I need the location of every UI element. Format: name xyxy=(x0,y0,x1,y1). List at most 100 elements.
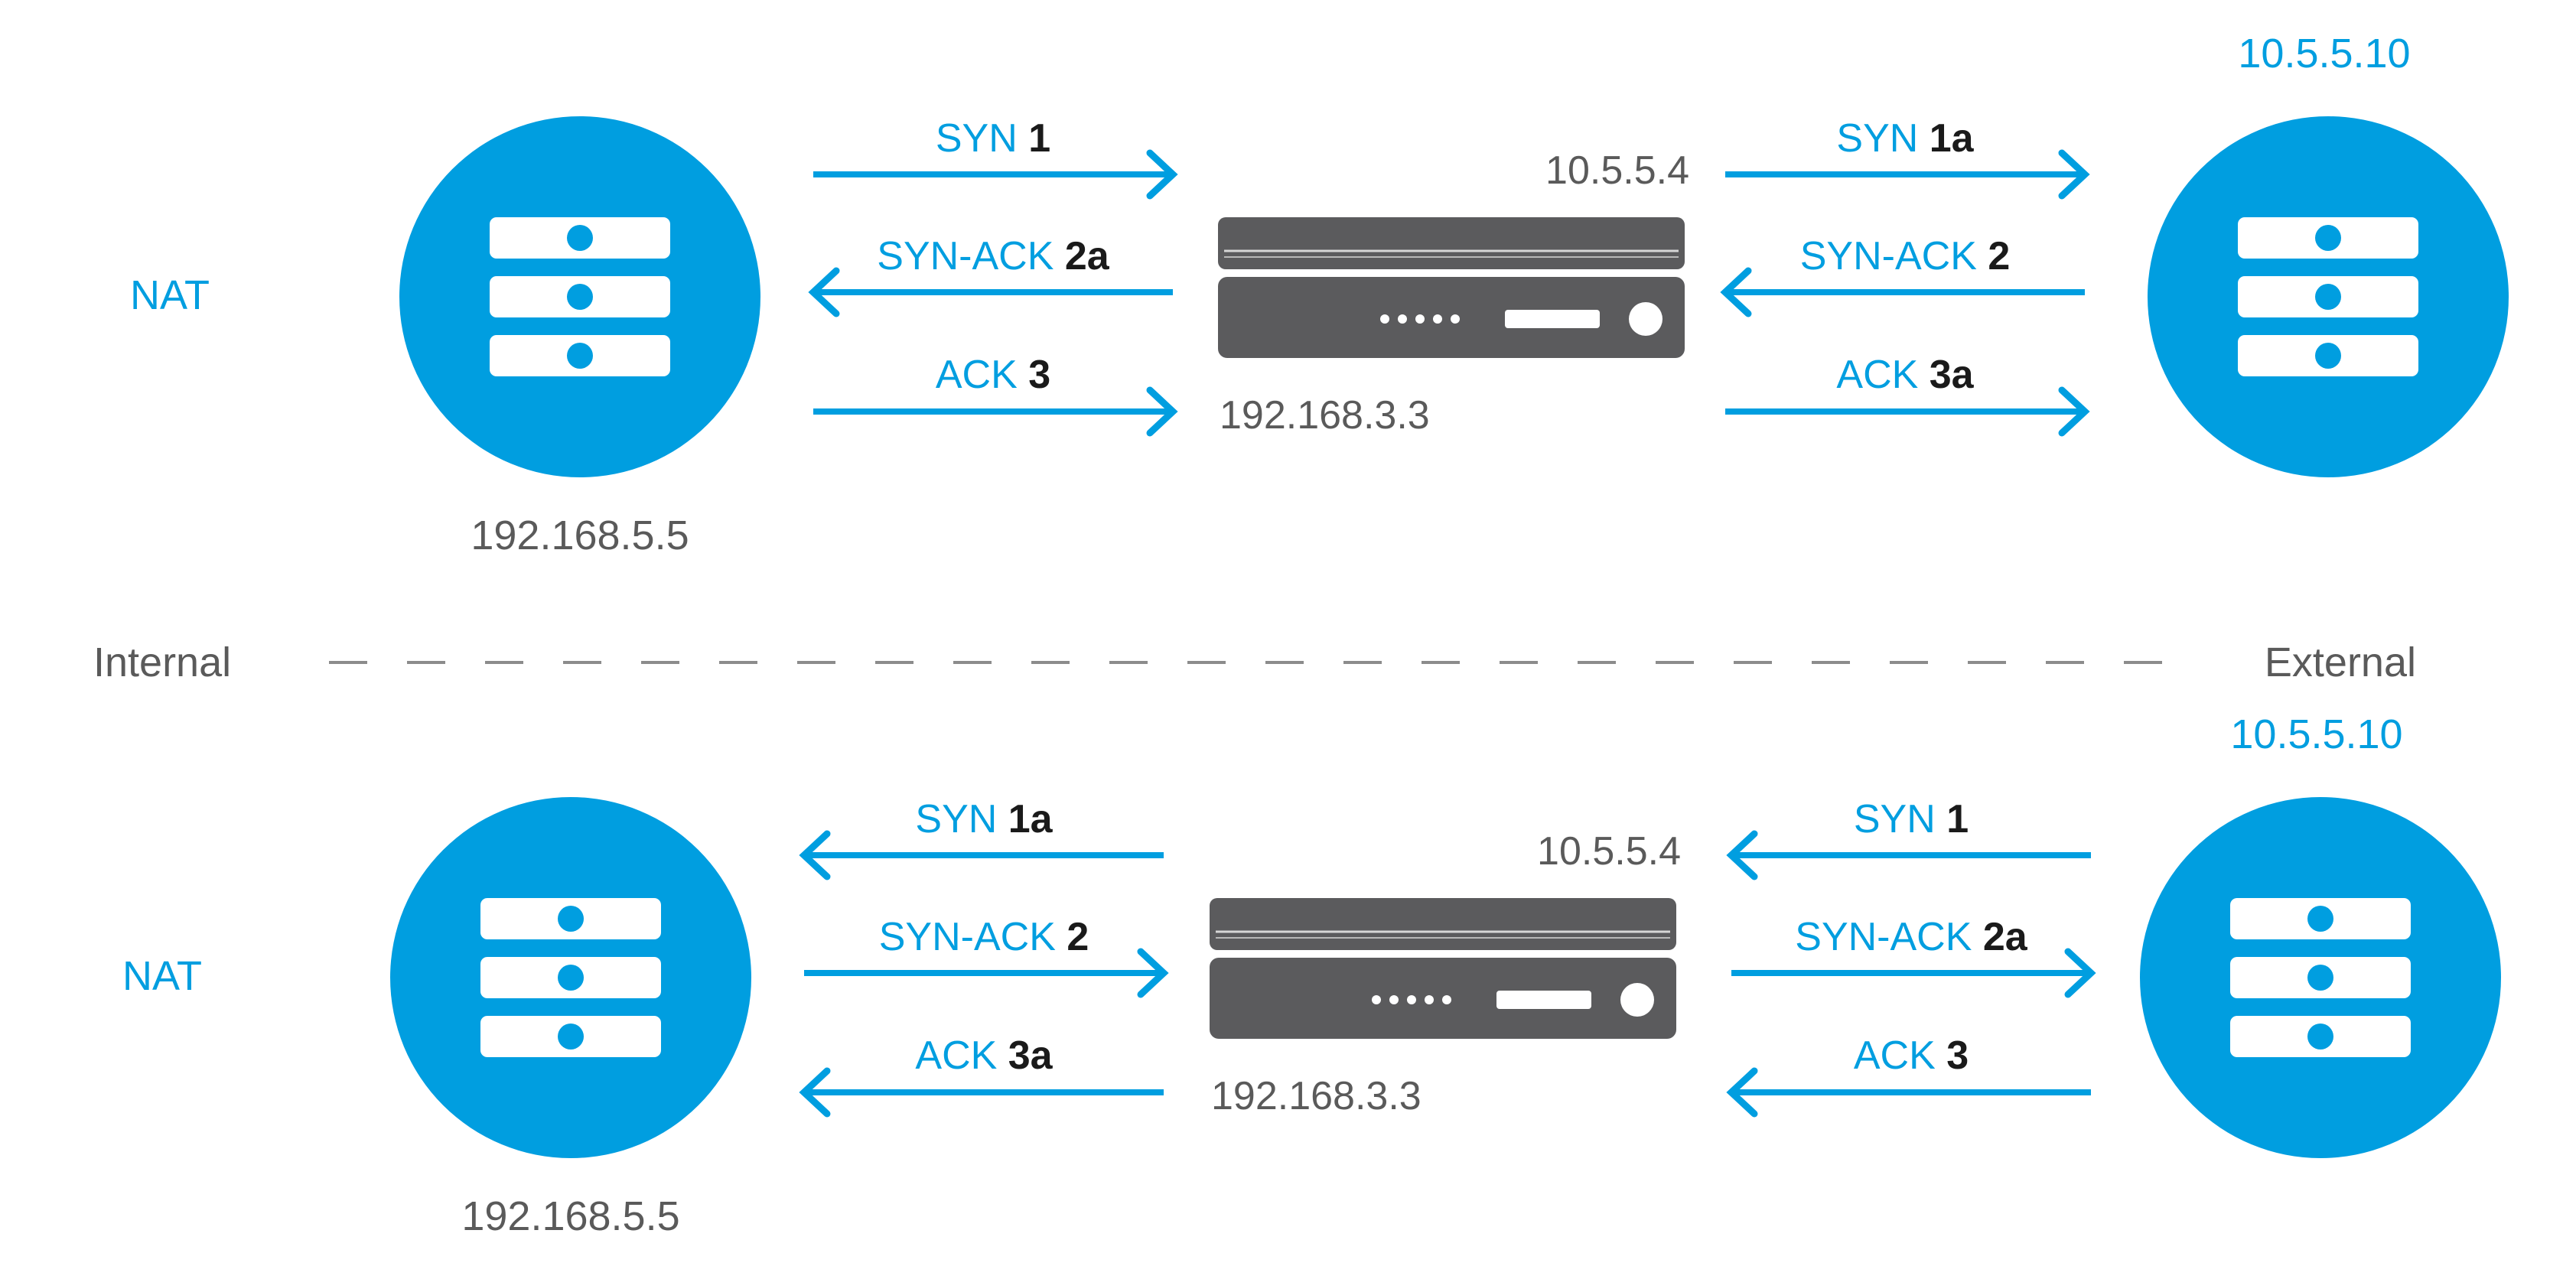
arrow-head xyxy=(799,1067,831,1118)
arrow-right xyxy=(813,149,1178,200)
arrow-head xyxy=(1726,830,1758,880)
arrow-right xyxy=(1731,948,2096,998)
external-ip-label: 10.5.5.10 xyxy=(2238,31,2410,76)
router-port-dot xyxy=(1433,314,1442,324)
internal-ip-label: 192.168.5.5 xyxy=(461,1193,679,1239)
router-power-button xyxy=(1629,302,1663,336)
nat-router xyxy=(1210,898,1676,1039)
router-port-dot xyxy=(1380,314,1389,324)
router-port-dot xyxy=(1407,995,1416,1004)
message-step: 3 xyxy=(1946,1033,1969,1078)
external-ip-label: 10.5.5.10 xyxy=(2230,711,2402,757)
router-inner-ip: 192.168.3.3 xyxy=(1211,1074,1422,1118)
message-label: ACK 3 xyxy=(936,353,1050,397)
message-step: 1 xyxy=(1028,116,1050,161)
message-step: 2 xyxy=(1988,234,2010,278)
message-name: SYN-ACK xyxy=(877,234,1065,278)
internal-label: Internal xyxy=(93,640,231,685)
message-label: ACK 3 xyxy=(1854,1033,1969,1078)
message-label: ACK 3a xyxy=(915,1033,1053,1078)
router-top-unit xyxy=(1210,898,1676,950)
arrow-left xyxy=(1726,830,2091,880)
router-port-dot xyxy=(1372,995,1381,1004)
server-led-dot xyxy=(567,284,593,310)
message-label: SYN-ACK 2a xyxy=(877,234,1110,278)
arrow-right xyxy=(813,386,1178,437)
message-name: SYN xyxy=(915,797,1008,841)
message-step: 3 xyxy=(1028,353,1050,397)
router-power-button xyxy=(1620,983,1654,1017)
message-name: ACK xyxy=(1836,353,1929,397)
router-port-dot xyxy=(1442,995,1451,1004)
message-step: 2a xyxy=(1983,915,2028,959)
server-led-dot xyxy=(2307,1024,2333,1050)
server-led-dot xyxy=(2315,225,2341,251)
message-name: ACK xyxy=(1854,1033,1946,1078)
arrow-head xyxy=(1720,267,1752,317)
message-step: 1a xyxy=(1930,116,1975,161)
message-step: 3a xyxy=(1008,1033,1054,1078)
arrow-left xyxy=(799,830,1164,880)
router-port-dot xyxy=(1389,995,1399,1004)
server-led-dot xyxy=(2307,906,2333,932)
router-port-dot xyxy=(1451,314,1460,324)
arrow-head xyxy=(2058,386,2090,437)
router-top-unit xyxy=(1218,217,1685,269)
message-label: SYN 1a xyxy=(915,797,1053,841)
external-server xyxy=(2148,116,2509,477)
arrow-right xyxy=(1725,149,2090,200)
server-led-dot xyxy=(558,965,584,991)
router-outer-ip: 10.5.5.4 xyxy=(1537,829,1681,874)
arrow-right xyxy=(804,948,1169,998)
arrow-head xyxy=(1137,948,1169,998)
message-name: SYN-ACK xyxy=(1795,915,1983,959)
message-name: SYN-ACK xyxy=(879,915,1067,959)
arrow-head xyxy=(808,267,840,317)
arrow-left xyxy=(808,267,1173,317)
server-led-dot xyxy=(558,1024,584,1050)
message-step: 2a xyxy=(1065,234,1110,278)
nat-label: NAT xyxy=(122,953,202,999)
nat-router xyxy=(1218,217,1685,358)
server-led-dot xyxy=(567,343,593,369)
router-inner-ip: 192.168.3.3 xyxy=(1220,393,1430,438)
message-name: SYN xyxy=(936,116,1028,161)
arrow-head xyxy=(1146,149,1178,200)
message-label: SYN-ACK 2 xyxy=(1800,234,2011,278)
router-port-dot xyxy=(1425,995,1434,1004)
nat-label: NAT xyxy=(130,272,210,318)
message-label: SYN 1 xyxy=(1854,797,1969,841)
arrow-head xyxy=(1726,1067,1758,1118)
message-name: ACK xyxy=(936,353,1028,397)
internal-server xyxy=(399,116,760,477)
server-led-dot xyxy=(558,906,584,932)
arrow-head xyxy=(1146,386,1178,437)
arrow-left xyxy=(1720,267,2085,317)
router-display-slot xyxy=(1496,991,1591,1009)
server-led-dot xyxy=(2307,965,2333,991)
router-port-dot xyxy=(1398,314,1407,324)
router-port-dot xyxy=(1415,314,1425,324)
message-label: SYN 1a xyxy=(1836,116,1974,161)
router-display-slot xyxy=(1505,310,1600,328)
arrow-head xyxy=(2064,948,2096,998)
message-name: SYN xyxy=(1854,797,1946,841)
message-name: ACK xyxy=(915,1033,1008,1078)
handshake-panel-1: NAT192.168.5.510.5.5.1010.5.5.4192.168.3… xyxy=(130,31,2509,558)
message-name: SYN-ACK xyxy=(1800,234,1988,278)
message-step: 3a xyxy=(1930,353,1975,397)
router-outer-ip: 10.5.5.4 xyxy=(1545,148,1689,193)
message-label: ACK 3a xyxy=(1836,353,1974,397)
message-step: 2 xyxy=(1067,915,1089,959)
arrow-head xyxy=(799,830,831,880)
server-led-dot xyxy=(2315,284,2341,310)
message-step: 1a xyxy=(1008,797,1054,841)
arrow-left xyxy=(799,1067,1164,1118)
message-name: SYN xyxy=(1836,116,1929,161)
arrow-right xyxy=(1725,386,2090,437)
arrow-left xyxy=(1726,1067,2091,1118)
handshake-panel-2: NAT 192.168.5.5 10.5.5.10 10.5.5.4 192.168.3… xyxy=(122,711,2501,1239)
server-led-dot xyxy=(567,225,593,251)
